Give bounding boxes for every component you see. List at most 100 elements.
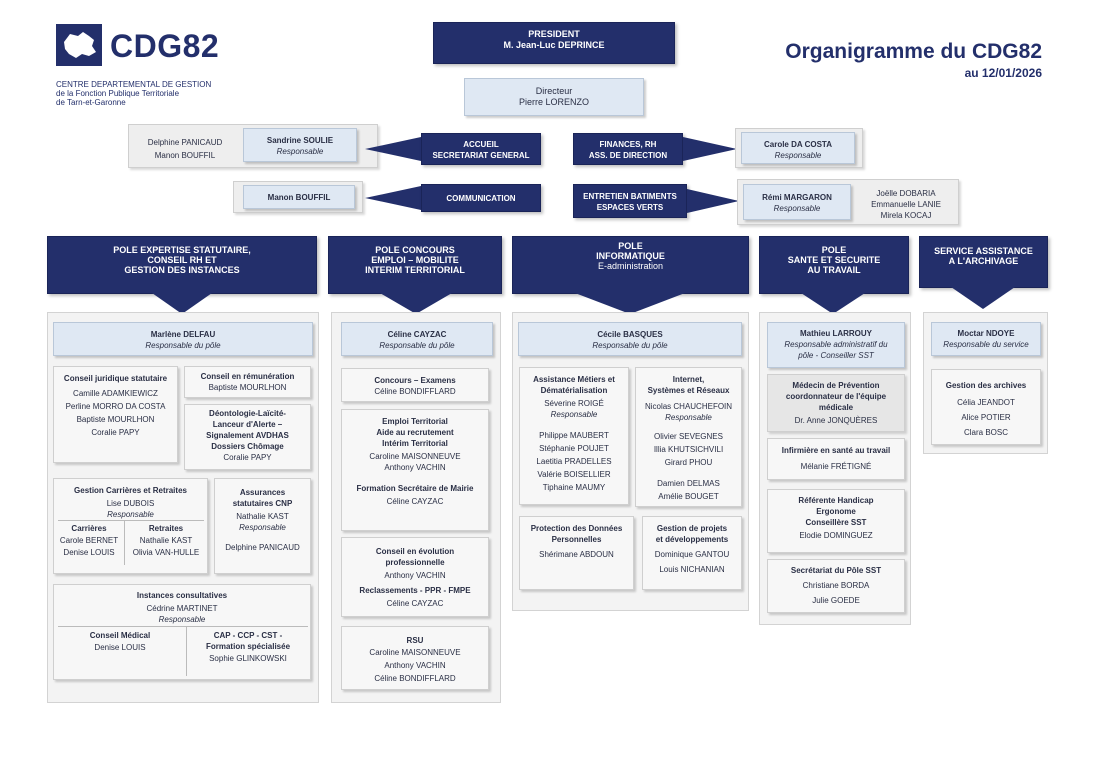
page-title: Organigramme du CDG82	[785, 40, 1042, 63]
pole1-deonto-staff: Coralie PAPY	[223, 453, 272, 462]
pole4-medecin-title-2: coordonnateur de l'équipe	[785, 392, 887, 401]
pole4-handicap-title-2: Ergonome	[816, 507, 856, 516]
pole4-infirm-card: Infirmière en santé au travail Mélanie F…	[767, 438, 905, 480]
pole2-rsu-staff-3: Céline BONDIFFLARD	[374, 674, 456, 683]
pole4-medecin-staff: Dr. Anne JONQUÈRES	[794, 416, 878, 425]
pole2-header: POLE CONCOURS EMPLOI – MOBILITE INTERIM …	[328, 236, 502, 314]
pole3-internet-title-2: Systèmes et Réseaux	[647, 386, 730, 395]
pole3-head-box: Cécile BASQUES Responsable du pôle	[518, 322, 742, 356]
pole1-carrieres-title: Carrières	[71, 524, 107, 533]
logo-text: CDG82	[110, 28, 220, 64]
pole4-infirm-staff: Mélanie FRÉTIGNÉ	[800, 462, 872, 471]
pole1-assur-title-2: statutaires CNP	[232, 499, 293, 508]
pole3-internet-staff: Olivier SEVEGNES	[654, 432, 723, 441]
pole3-assist-title-2: Dématérialisation	[540, 386, 608, 395]
pole1-title-2: CONSEIL RH ET	[147, 255, 217, 265]
pole3-projets-title-2: et développements	[655, 535, 729, 544]
pole1-deonto-title-2: Lanceur d'Alerte –	[212, 420, 283, 429]
pole3-internet-resp-role: Responsable	[665, 413, 712, 422]
pole3-assist-staff: Philippe MAUBERT	[539, 431, 609, 440]
pole4-handicap-title-3: Conseillère SST	[805, 518, 867, 527]
president-name: M. Jean-Luc DEPRINCE	[503, 40, 605, 50]
pole4-head-name: Mathieu LARROUY	[800, 329, 872, 338]
page-date: au 12/01/2026	[964, 66, 1042, 80]
pole1-title-3: GESTION DES INSTANCES	[124, 265, 240, 275]
finances-label-2: ASS. DE DIRECTION	[588, 151, 668, 160]
pole1-instances-resp-role: Responsable	[158, 615, 206, 624]
pole3-assist-staff: Laetitia PRADELLES	[536, 457, 612, 466]
pole2-rsu-staff-1: Caroline MAISONNEUVE	[369, 648, 461, 657]
pole4-medecin-title-1: Médecin de Prévention	[792, 381, 880, 390]
pole5-header: SERVICE ASSISTANCE A L'ARCHIVAGE	[919, 236, 1048, 314]
accueil-staff-1: Delphine PANICAUD	[147, 138, 223, 147]
pole3-protect-card: Protection des Données Personnelles Shér…	[519, 516, 634, 590]
finances-resp-box: Carole DA COSTA Responsable	[741, 132, 855, 164]
pole5-archives-staff: Clara BOSC	[963, 428, 1008, 437]
pole5-head-box: Moctar NDOYE Responsable du service	[931, 322, 1041, 356]
pole2-emploi-title-1: Emploi Territorial	[382, 417, 448, 426]
pole1-assur-title-1: Assurances	[239, 488, 286, 497]
pole4-secr-staff-2: Julie GOEDE	[812, 596, 860, 605]
pole2-emploi-title-3: Intérim Territorial	[382, 439, 448, 448]
finances-resp-name: Carole DA COSTA	[763, 140, 832, 149]
pole1-gestion-resp: Lise DUBOIS	[106, 499, 155, 508]
finances-resp-role: Responsable	[774, 151, 822, 160]
finances-label-1: FINANCES, RH	[599, 140, 657, 149]
pole1-conseil-card: Conseil juridique statutaire Camille ADA…	[53, 366, 178, 463]
pole1-retraites-title: Retraites	[148, 524, 184, 533]
pole1-head-name: Marlène DELFAU	[150, 330, 216, 339]
pole1-head-role: Responsable du pôle	[145, 341, 221, 350]
pole5-head-role: Responsable du service	[943, 340, 1029, 349]
pole2-head-name: Céline CAYZAC	[387, 330, 447, 339]
pole1-carrieres-staff-1: Carole BERNET	[59, 536, 119, 545]
pole1-header: POLE EXPERTISE STATUTAIRE, CONSEIL RH ET…	[47, 236, 317, 314]
pole3-internet-title-1: Internet,	[672, 375, 705, 384]
logo-tagline-1: CENTRE DEPARTEMENTAL DE GESTION	[56, 80, 212, 89]
president-role: PRESIDENT	[528, 29, 580, 39]
pole3-internet-staff: Girard PHOU	[664, 458, 713, 467]
pole4-head-box: Mathieu LARROUY Responsable administrati…	[767, 322, 905, 368]
pole2-rsu-card: RSU Caroline MAISONNEUVE Anthony VACHIN …	[341, 626, 489, 690]
accueil-staff-2: Manon BOUFFIL	[154, 151, 216, 160]
pole2-head-role: Responsable du pôle	[379, 341, 455, 350]
pole3-protect-staff: Shérimane ABDOUN	[539, 550, 614, 559]
pole2-rsu-staff-2: Anthony VACHIN	[384, 661, 446, 670]
pole4-medecin-card: Médecin de Prévention coordonnateur de l…	[767, 374, 905, 432]
pole1-deonto-title-3: Signalement AVDHAS	[206, 431, 289, 440]
pole4-handicap-card: Référente Handicap Ergonome Conseillère …	[767, 489, 905, 553]
pole3-assist-staff: Valérie BOISELLIER	[537, 470, 611, 479]
pole2-concours-card: Concours – Examens Céline BONDIFFLARD	[341, 368, 489, 402]
pole5-archives-card: Gestion des archives Célia JEANDOT Alice…	[931, 369, 1041, 445]
pole4-header: POLE SANTE ET SECURITE AU TRAVAIL	[759, 236, 909, 314]
pole1-gestion-title: Gestion Carrières et Retraites	[74, 486, 187, 495]
pole1-title-1: POLE EXPERTISE STATUTAIRE,	[113, 245, 251, 255]
pole3-title-1: POLE	[618, 241, 643, 251]
pole1-deonto-title-1: Déontologie-Laïcité-	[209, 409, 286, 418]
pole2-reclass-title: Reclassements - PPR - FMPE	[359, 586, 471, 595]
pole3-assist-title-1: Assistance Métiers et	[533, 375, 615, 384]
pole1-conseil-staff: Camille ADAMKIEWICZ	[73, 389, 158, 398]
pole2-concours-staff: Céline BONDIFFLARD	[374, 387, 456, 396]
pole3-internet-staff: Illia KHUTSICHVILI	[653, 445, 724, 454]
pole3-header: POLE INFORMATIQUE E-administration	[512, 236, 749, 314]
pole2-title-3: INTERIM TERRITORIAL	[365, 265, 465, 275]
pole3-assist-card: Assistance Métiers et Dématérialisation …	[519, 367, 629, 505]
pole1-conseil-staff: Perline MORRO DA COSTA	[65, 402, 166, 411]
president-box: PRESIDENT M. Jean-Luc DEPRINCE	[433, 22, 675, 64]
pole2-evol-staff: Anthony VACHIN	[384, 571, 446, 580]
pole3-assist-resp: Séverine ROIGÉ	[544, 399, 604, 408]
communication-staff-inner: Manon BOUFFIL	[243, 185, 355, 209]
entretien-resp-role: Responsable	[773, 204, 821, 213]
pole1-cap-staff: Sophie GLINKOWSKI	[209, 654, 287, 663]
pole4-handicap-title-1: Référente Handicap	[798, 496, 874, 505]
communication-staff: Manon BOUFFIL	[267, 193, 331, 202]
pole1-carrieres-staff-2: Denise LOUIS	[63, 548, 115, 557]
accueil-arrow: ACCUEIL SECRETARIAT GENERAL	[365, 133, 542, 165]
pole4-head-role-1: Responsable administratif du	[784, 340, 888, 349]
pole4-secr-staff-1: Christiane BORDA	[802, 581, 870, 590]
pole5-head-name: Moctar NDOYE	[957, 329, 1015, 338]
pole3-title-3: E-administration	[597, 261, 664, 271]
entretien-resp-box: Rémi MARGARON Responsable	[743, 184, 851, 220]
pole3-title-2: INFORMATIQUE	[596, 251, 665, 261]
accueil-label-2: SECRETARIAT GENERAL	[432, 151, 530, 160]
